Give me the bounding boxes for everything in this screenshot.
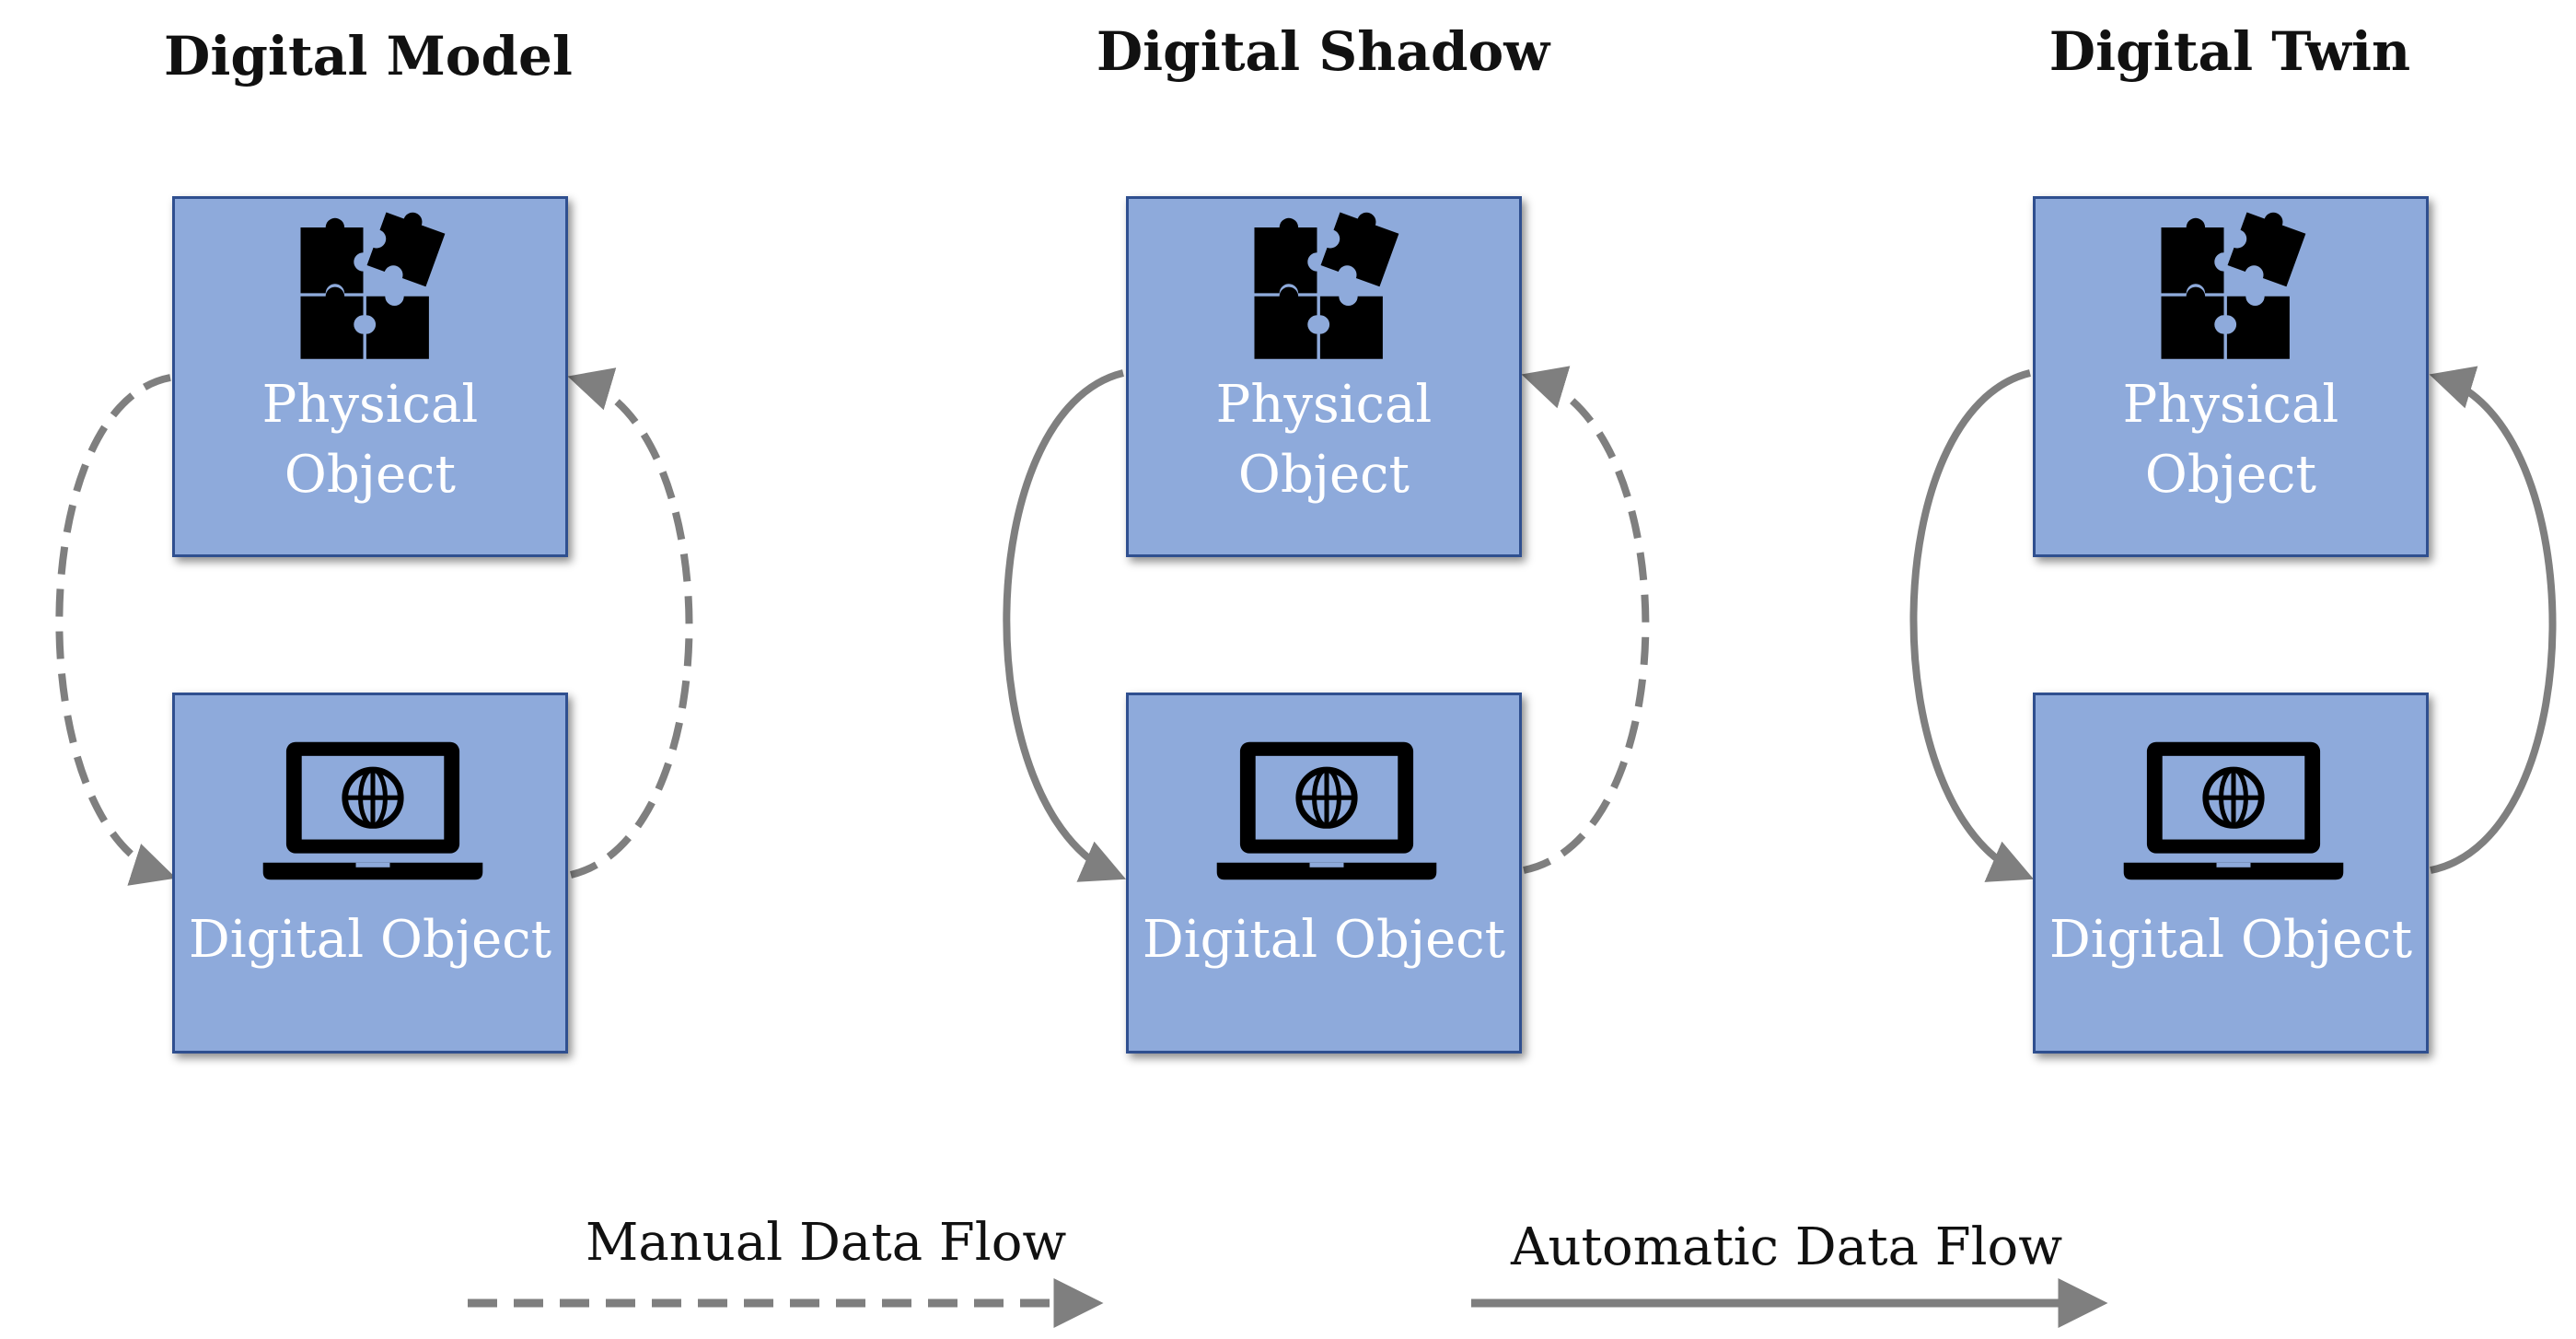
puzzle-pieces-icon <box>2161 212 2306 359</box>
flow-arrow-down <box>55 374 177 886</box>
legend-automatic-label: Automatic Data Flow <box>1511 1217 2063 1277</box>
digital-object-label: Digital Object <box>188 910 552 970</box>
puzzle-pieces-icon <box>1254 212 1399 359</box>
laptop-globe-icon <box>2123 741 2344 880</box>
laptop-globe-icon <box>262 741 483 880</box>
digital-object-label: Digital Object <box>1142 910 1506 970</box>
legend-manual-label: Manual Data Flow <box>586 1213 1067 1273</box>
digital-object-box: Digital Object <box>2033 693 2429 1054</box>
laptop-globe-icon <box>1216 741 1437 880</box>
physical-object-label: Physical Object <box>1215 375 1433 505</box>
flow-arrow-down <box>1909 369 2035 882</box>
physical-object-box: Physical Object <box>172 196 568 557</box>
digital-object-box: Digital Object <box>172 693 568 1054</box>
puzzle-pieces-icon <box>300 212 446 359</box>
panel-title: Digital Model <box>164 25 573 87</box>
digital-object-label: Digital Object <box>2048 910 2413 970</box>
flow-arrow-up <box>1521 366 1650 874</box>
physical-object-box: Physical Object <box>1126 196 1522 557</box>
flow-arrow-up <box>567 367 693 879</box>
flow-arrow-down <box>1003 369 1127 882</box>
panel-title: Digital Twin <box>2048 20 2411 83</box>
digital-object-box: Digital Object <box>1126 693 1522 1054</box>
physical-object-label: Physical Object <box>2122 375 2339 505</box>
panel-title: Digital Shadow <box>1096 20 1550 83</box>
flow-arrow-up <box>2429 366 2557 874</box>
physical-object-label: Physical Object <box>261 375 479 505</box>
physical-object-box: Physical Object <box>2033 196 2429 557</box>
